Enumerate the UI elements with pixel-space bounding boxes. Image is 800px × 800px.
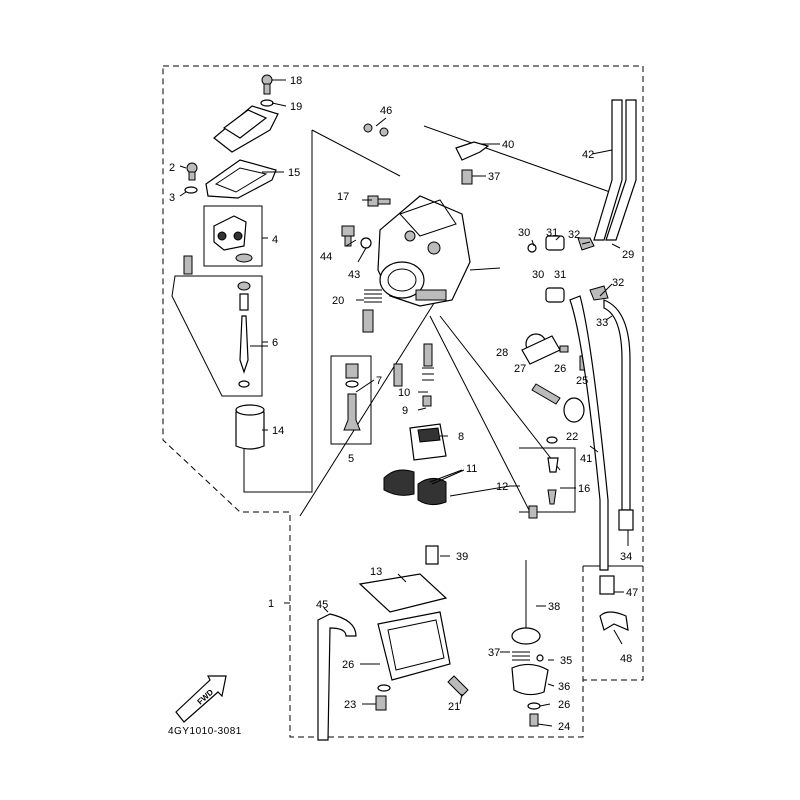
- callout-33: 33: [596, 317, 608, 329]
- callout-8: 8: [458, 431, 464, 443]
- carburetor-body: [377, 195, 501, 307]
- fwd-arrow-icon: FWD: [175, 675, 227, 723]
- callout-42: 42: [582, 149, 594, 161]
- callout-40: 40: [502, 139, 514, 151]
- callout-7: 7: [376, 375, 382, 387]
- hose-group: [569, 99, 637, 631]
- callout-31-upper: 31: [546, 227, 558, 239]
- bracket-6: [171, 275, 263, 397]
- diagram-code: 4GY1010-3081: [168, 726, 242, 737]
- callout-30-upper: 30: [518, 227, 530, 239]
- float-bowl-group: [317, 545, 469, 741]
- callout-34: 34: [620, 551, 632, 563]
- assembly-boundary: [162, 65, 644, 738]
- callout-labels: 1 2 3 4 5 6 7 8 9 10 11 12 13 14 15 16 1…: [169, 75, 638, 733]
- callout-19: 19: [290, 101, 302, 113]
- callout-39: 39: [456, 551, 468, 563]
- callout-26-bowl: 26: [342, 659, 354, 671]
- callout-22: 22: [566, 431, 578, 443]
- callout-21: 21: [448, 701, 460, 713]
- top-cover-group: [205, 74, 287, 199]
- throttle-valve-group: [183, 215, 268, 450]
- left-small-parts: [341, 123, 391, 333]
- callout-6: 6: [272, 337, 278, 349]
- callout-36: 36: [558, 681, 570, 693]
- jet-parts: [343, 343, 447, 461]
- callout-27: 27: [514, 363, 526, 375]
- main-body-leader-lines: [243, 125, 611, 517]
- callout-4: 4: [272, 234, 278, 246]
- callout-47: 47: [626, 587, 638, 599]
- callout-45: 45: [316, 599, 328, 611]
- callout-18: 18: [290, 75, 302, 87]
- callout-1: 1: [268, 598, 274, 610]
- bracket-5: [330, 355, 372, 445]
- assembly-boundary-right: [583, 565, 644, 681]
- callout-2: 2: [169, 162, 175, 174]
- callout-9: 9: [402, 405, 408, 417]
- callout-48: 48: [620, 653, 632, 665]
- bracket-16: [519, 447, 576, 513]
- callout-37-lower: 37: [488, 647, 500, 659]
- callout-23: 23: [344, 699, 356, 711]
- callout-35: 35: [560, 655, 572, 667]
- callout-13: 13: [370, 566, 382, 578]
- callout-16: 16: [578, 483, 590, 495]
- callout-38: 38: [548, 601, 560, 613]
- callout-43: 43: [348, 269, 360, 281]
- callout-37-upper: 37: [488, 171, 500, 183]
- callout-31-lower: 31: [554, 269, 566, 281]
- callout-20: 20: [332, 295, 344, 307]
- callout-46: 46: [380, 105, 392, 117]
- callout-24: 24: [558, 721, 570, 733]
- screw-group-2-3: [179, 162, 198, 197]
- callout-26-carb: 26: [554, 363, 566, 375]
- callout-44: 44: [320, 251, 332, 263]
- float-group: [383, 469, 511, 506]
- callout-32-upper: 32: [568, 229, 580, 241]
- callout-14: 14: [272, 425, 284, 437]
- callout-30-lower: 30: [532, 269, 544, 281]
- callout-26-pump: 26: [558, 699, 570, 711]
- callout-5: 5: [348, 453, 354, 465]
- callout-41: 41: [580, 453, 592, 465]
- callout-11: 11: [466, 463, 477, 475]
- callout-leaders: [250, 117, 629, 727]
- callout-17: 17: [337, 191, 349, 203]
- callout-12: 12: [496, 481, 508, 493]
- callout-15: 15: [288, 167, 300, 179]
- callout-32-lower: 32: [612, 277, 624, 289]
- callout-3: 3: [169, 192, 175, 204]
- bracket-4: [203, 205, 263, 267]
- callout-29: 29: [622, 249, 634, 261]
- callout-28: 28: [496, 347, 508, 359]
- callout-25: 25: [576, 375, 588, 387]
- callout-10: 10: [398, 387, 410, 399]
- accelerator-pump-group: [511, 560, 549, 727]
